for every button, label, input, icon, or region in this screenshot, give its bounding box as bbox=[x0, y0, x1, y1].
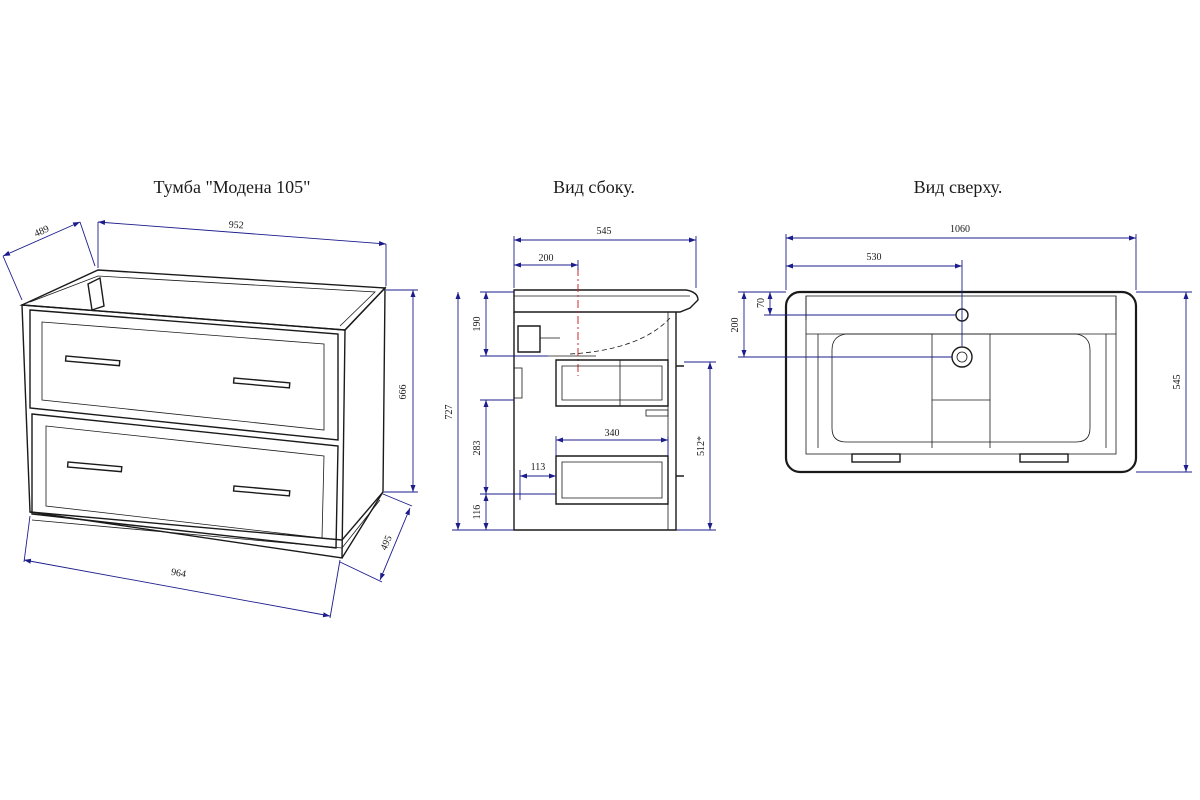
side-lower-drawer bbox=[555, 455, 669, 505]
side-dimension-lines bbox=[452, 236, 716, 531]
dim-side-sink-height: 190 bbox=[472, 317, 483, 332]
side-view: 545 200 190 727 283 116 340 113 512* bbox=[444, 226, 716, 531]
side-upper-drawer bbox=[555, 359, 669, 407]
handle-icon bbox=[66, 461, 123, 473]
title-cabinet: Тумба "Модена 105" bbox=[154, 177, 311, 197]
dim-side-total-height: 727 bbox=[444, 405, 455, 420]
side-sink-top bbox=[513, 289, 699, 313]
dim-side-depth: 545 bbox=[597, 226, 612, 237]
dim-top-edge-70: 70 bbox=[756, 298, 767, 308]
handle-icon bbox=[64, 355, 121, 367]
drawer-top-panel bbox=[41, 321, 325, 431]
dim-depth-top: 489 bbox=[33, 224, 51, 240]
dim-side-drain: 200 bbox=[539, 253, 554, 264]
dim-width-bottom: 964 bbox=[170, 567, 187, 580]
handle-icon bbox=[232, 485, 291, 497]
drawer-handles bbox=[64, 355, 291, 497]
plinth-line bbox=[31, 499, 381, 549]
cabinet-top bbox=[19, 269, 387, 331]
dim-side-inner-width: 340 bbox=[605, 428, 620, 439]
handle-icon bbox=[232, 377, 291, 389]
drawer-bottom bbox=[31, 413, 339, 549]
dim-top-depth: 545 bbox=[1172, 375, 1183, 390]
side-siphon bbox=[517, 325, 541, 353]
dim-top-width: 1060 bbox=[950, 224, 970, 235]
title-side-view: Вид сбоку. bbox=[553, 177, 635, 197]
handle-icon bbox=[1019, 453, 1069, 463]
cabinet-front bbox=[21, 304, 346, 559]
side-sink-bowl bbox=[569, 317, 671, 355]
iso-dimension-lines bbox=[2, 220, 418, 619]
cabinet-right-side bbox=[341, 286, 386, 559]
top-view: 1060 530 70 200 545 bbox=[730, 224, 1192, 474]
dim-side-gap: 283 bbox=[472, 441, 483, 456]
title-top-view: Вид сверху. bbox=[914, 177, 1003, 197]
dim-side-drawer-height: 512* bbox=[696, 436, 707, 456]
dim-side-plinth: 116 bbox=[472, 505, 483, 520]
drawer-top bbox=[29, 309, 339, 441]
dim-side-inner-offset: 113 bbox=[531, 462, 546, 473]
top-drain bbox=[951, 346, 973, 368]
cabinet-back-bracket bbox=[87, 276, 105, 311]
top-sink-outline bbox=[784, 290, 1138, 474]
cabinet-top-inner bbox=[29, 275, 376, 327]
side-cabinet-body bbox=[513, 312, 677, 531]
top-cabinet-outline bbox=[805, 295, 1117, 455]
dim-height: 666 bbox=[398, 385, 409, 400]
cabinet-isometric-view: 489 952 666 495 964 bbox=[2, 219, 418, 619]
drawer-bottom-panel bbox=[45, 425, 325, 539]
dim-width-top: 952 bbox=[228, 219, 244, 231]
dim-top-center: 530 bbox=[867, 252, 882, 263]
top-dimension-lines bbox=[738, 234, 1192, 473]
cabinet-plinth bbox=[29, 491, 384, 541]
top-basin bbox=[831, 333, 1091, 443]
dim-top-drain-200: 200 bbox=[730, 318, 741, 333]
handle-icon bbox=[851, 453, 901, 463]
